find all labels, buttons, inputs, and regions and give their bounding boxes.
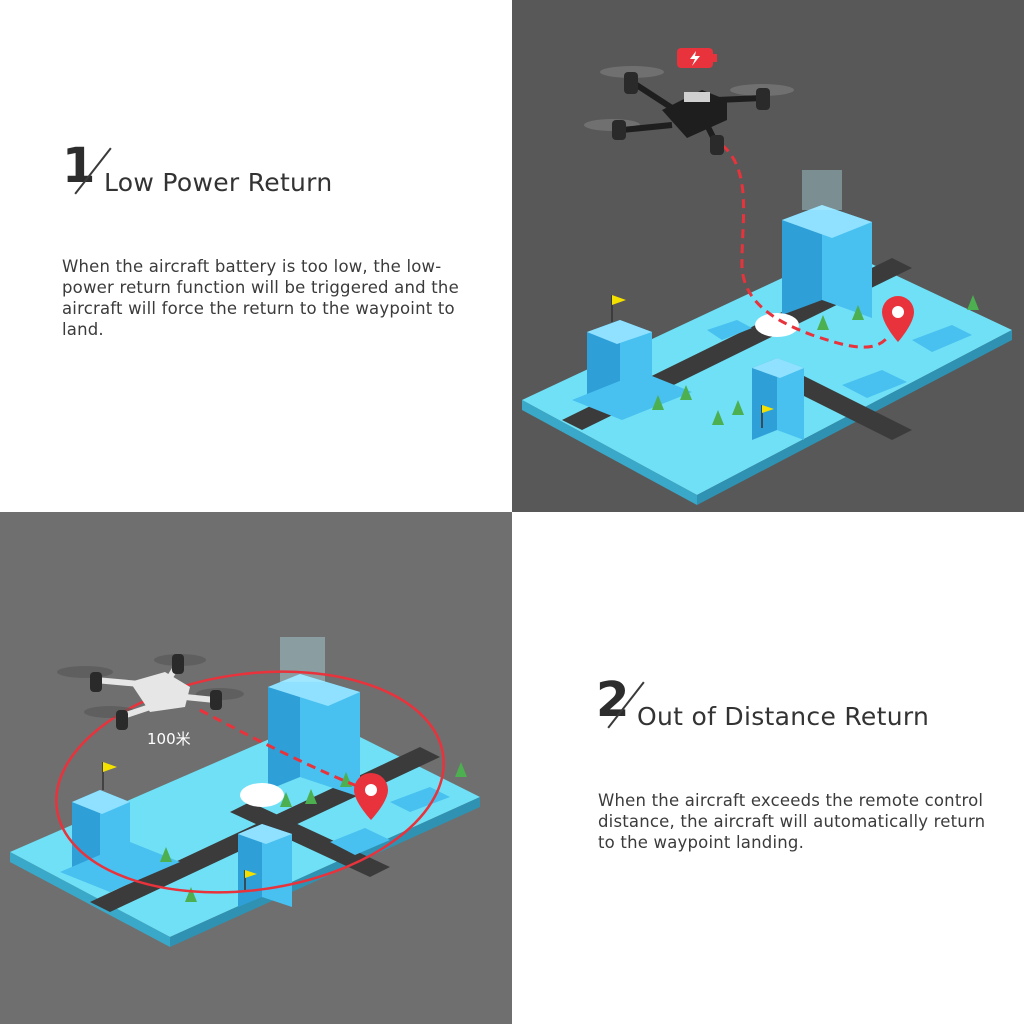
feature-2-description: When the aircraft exceeds the remote con… bbox=[598, 791, 986, 852]
building-icon bbox=[782, 170, 872, 318]
road-cross bbox=[230, 802, 390, 877]
low-power-illustration bbox=[512, 0, 1024, 512]
return-route bbox=[199, 708, 373, 794]
city-scene-2: 100米 bbox=[10, 637, 480, 947]
distance-label: 100米 bbox=[147, 730, 191, 748]
tree-icon bbox=[160, 762, 467, 902]
return-route bbox=[721, 143, 889, 349]
tree-icon bbox=[652, 295, 979, 425]
building-icon bbox=[752, 358, 804, 440]
feature-1-description: When the aircraft battery is too low, th… bbox=[62, 257, 459, 339]
distance-illustration: 100米 bbox=[0, 512, 512, 1024]
range-circle bbox=[55, 670, 445, 894]
flag-icon bbox=[611, 295, 774, 428]
feature-1-panel: 1 Low Power Return When the aircraft bat… bbox=[0, 0, 512, 512]
map-pin-icon bbox=[354, 773, 388, 820]
feature-1-number: 1 bbox=[62, 138, 96, 194]
battery-low-icon bbox=[677, 48, 717, 68]
feature-1-title: Low Power Return bbox=[104, 168, 333, 197]
building-icon bbox=[238, 824, 292, 907]
feature-2-number: 2 bbox=[596, 672, 630, 728]
drone-icon bbox=[584, 66, 794, 155]
city-scene-1 bbox=[522, 48, 1012, 505]
building-icon bbox=[572, 320, 692, 420]
feature-2-panel: 2 Out of Distance Return When the aircra… bbox=[512, 512, 1024, 1024]
cloud-icon bbox=[755, 313, 799, 337]
feature-2-title: Out of Distance Return bbox=[637, 702, 930, 731]
drone-icon bbox=[57, 654, 244, 730]
map-pin-icon bbox=[882, 296, 914, 342]
cloud-icon bbox=[240, 783, 284, 807]
flag-icon bbox=[102, 762, 257, 892]
building-icon bbox=[60, 790, 180, 892]
